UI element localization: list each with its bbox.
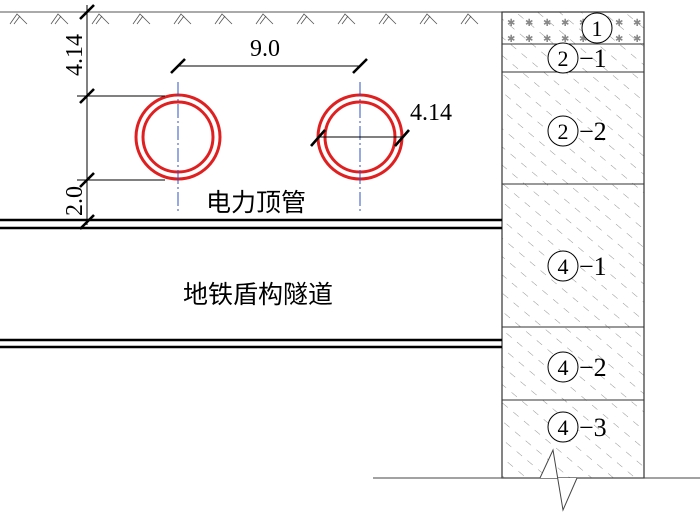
stratum-number: 2	[558, 119, 569, 144]
dimension-lines	[77, 4, 410, 230]
stratum-label: 4 −1	[547, 250, 607, 282]
stratum-label: 4 −2	[547, 351, 607, 383]
stratum-number: 4	[558, 415, 569, 440]
ground-hatch-mark	[50, 13, 69, 25]
stratum-circle	[547, 42, 579, 74]
clearance-label: 2.0	[62, 186, 88, 216]
stratum-label: 1	[581, 12, 613, 44]
pipe-spacing-label: 9.0	[250, 36, 280, 62]
stratum-circle	[581, 12, 613, 44]
stratum-suffix: −1	[579, 252, 607, 281]
tunnel-label: 地铁盾构隧道	[183, 280, 333, 309]
stratum-suffix: −1	[579, 44, 607, 73]
ground-hatch-mark	[255, 13, 274, 25]
stratum-labels: 12−12−24−14−24−3	[547, 12, 613, 443]
break-line	[373, 448, 700, 512]
stratum-label: 2 −1	[547, 42, 607, 74]
ground-hatch-mark	[173, 13, 192, 25]
ground-hatch-mark	[337, 13, 356, 25]
stratum-suffix: −2	[579, 353, 607, 382]
ground-hatch-marks	[9, 13, 479, 25]
stratum-number: 2	[558, 46, 569, 71]
stratum-suffix: −3	[579, 413, 607, 442]
stratum-number: 1	[592, 16, 603, 41]
stratum-circle	[547, 411, 579, 443]
ground-hatch-mark	[9, 13, 28, 25]
ground-hatch-mark	[296, 13, 315, 25]
soil-column	[501, 11, 645, 479]
ground-hatch-mark	[91, 13, 110, 25]
stratum-label: 2 −2	[547, 115, 607, 147]
stratum-suffix: −2	[579, 117, 607, 146]
pipe-diameter-label: 4.14	[410, 100, 452, 126]
stratum-circle	[547, 250, 579, 282]
stratum-label: 4 −3	[547, 411, 607, 443]
ground-hatch-mark	[419, 13, 438, 25]
cover-depth-label: 4.14	[62, 34, 88, 76]
ground-hatch-mark	[460, 13, 479, 25]
ground-hatch-mark	[214, 13, 233, 25]
tunnel-outline	[0, 218, 502, 349]
ground-hatch-mark	[378, 13, 397, 25]
stratum-number: 4	[558, 254, 569, 279]
stratum-circle	[547, 115, 579, 147]
pipe-label: 电力顶管	[206, 188, 306, 217]
stratum-circle	[547, 351, 579, 383]
stratum-number: 4	[558, 355, 569, 380]
ground-hatch-mark	[132, 13, 151, 25]
